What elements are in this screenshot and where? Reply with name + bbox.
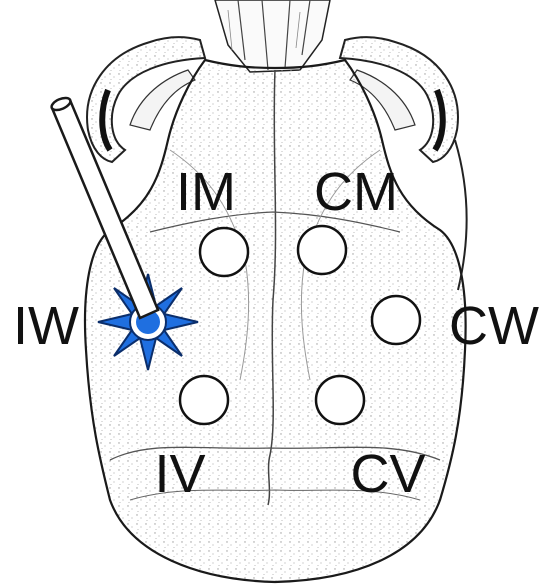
label-cv: CV — [350, 444, 425, 504]
label-im: IM — [176, 162, 236, 222]
site-iv-marker — [180, 376, 228, 424]
site-cm-marker — [298, 226, 346, 274]
site-im-marker — [200, 228, 248, 276]
label-iw: IW — [13, 296, 79, 356]
label-iv: IV — [154, 444, 205, 504]
label-cm: CM — [314, 162, 398, 222]
snout — [215, 0, 330, 72]
label-cw: CW — [449, 296, 539, 356]
site-cw-marker — [372, 296, 420, 344]
site-cv-marker — [316, 376, 364, 424]
